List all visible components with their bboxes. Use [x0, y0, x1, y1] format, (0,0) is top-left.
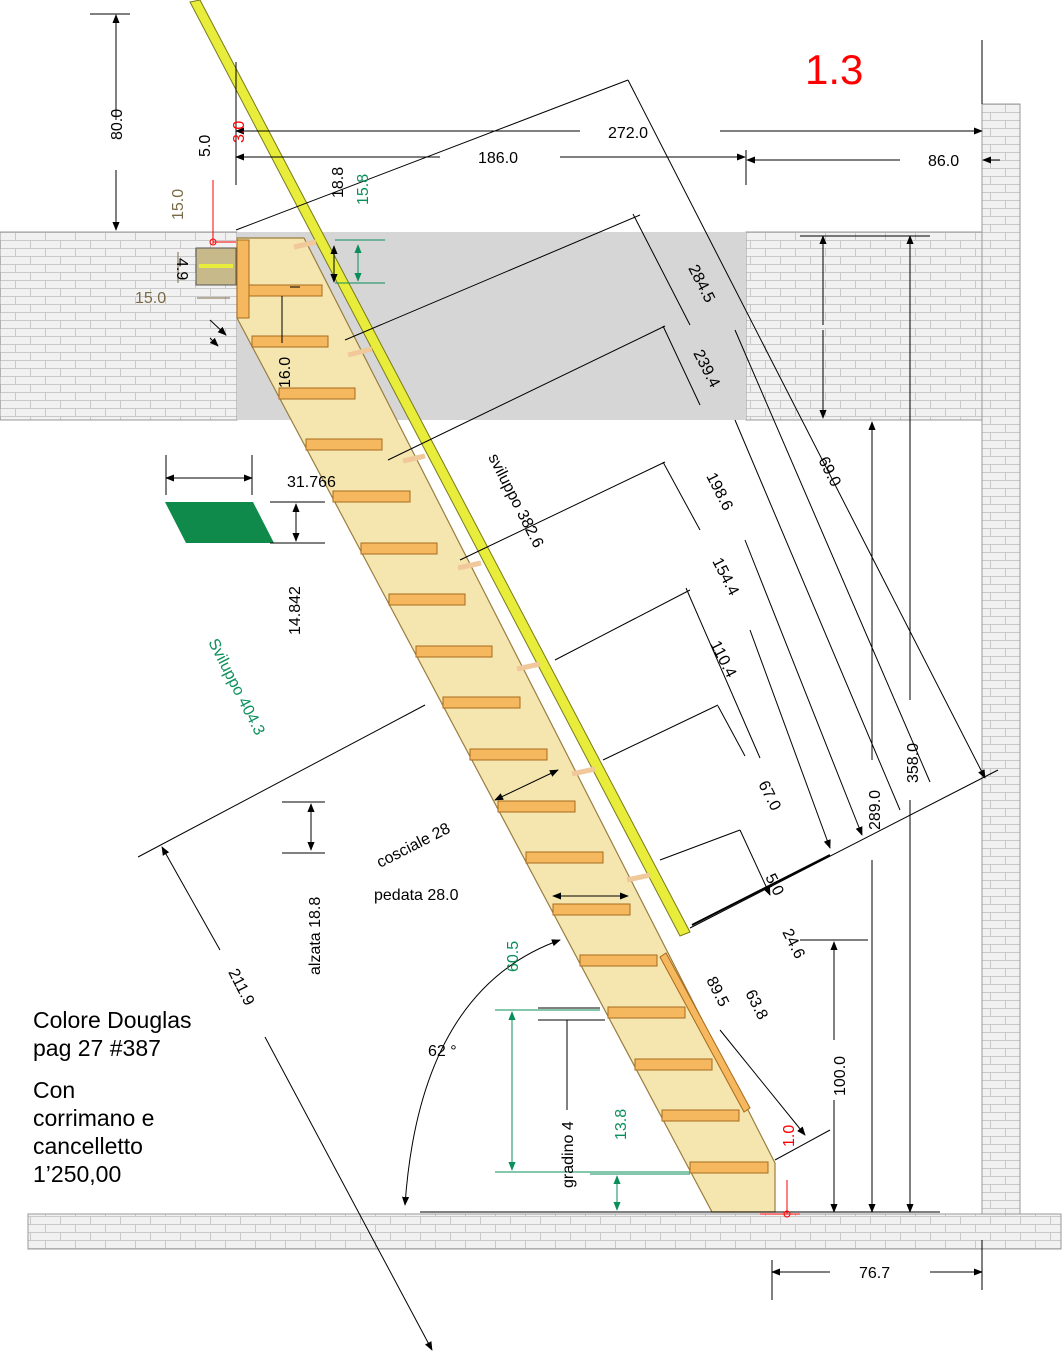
- tread: [607, 1006, 686, 1019]
- dim-89-5: 89.5: [702, 974, 731, 1010]
- dim-198-6: 198.6: [702, 470, 735, 513]
- tread: [251, 335, 329, 348]
- notes-block-price: Con corrimano e cancelletto 1’250,00: [33, 1076, 154, 1188]
- beam-head: [195, 239, 250, 319]
- dim-13-8: 13.8: [613, 1109, 630, 1140]
- tread: [245, 284, 323, 297]
- dim-1: 1.0: [781, 1125, 798, 1147]
- sheet-number: 1.3: [805, 46, 863, 93]
- tread: [634, 1058, 713, 1071]
- tread: [552, 903, 631, 916]
- note-line: 1’250,00: [33, 1161, 122, 1187]
- dim-110-4: 110.4: [706, 638, 739, 680]
- ground-floor: [27, 1213, 1062, 1250]
- angle-62: 62 °: [428, 1043, 457, 1060]
- dim-4-9: 4.9: [173, 258, 190, 280]
- dim-86: 86.0: [928, 153, 959, 170]
- dim-14-842: 14.842: [287, 586, 304, 635]
- tread: [388, 593, 466, 606]
- dim-154-4: 154.4: [708, 555, 741, 598]
- dim-5: 5.0: [197, 135, 214, 157]
- dim-15-8: 15.8: [355, 174, 372, 205]
- dim-80: 80.0: [109, 109, 126, 140]
- green-dimensions: [335, 239, 690, 1211]
- tread: [442, 696, 521, 709]
- dim-24-6: 24.6: [778, 926, 807, 962]
- cosciale-label: cosciale 28: [374, 820, 453, 872]
- handrail-supports: [293, 239, 651, 883]
- dim-76-7: 76.7: [859, 1265, 890, 1282]
- dim-63-8: 63.8: [741, 987, 770, 1023]
- brown-dimensions: [177, 252, 230, 299]
- tread: [278, 387, 356, 400]
- stair-treads: [245, 284, 769, 1174]
- pedata-label: pedata 28.0: [374, 887, 459, 904]
- tread: [689, 1161, 769, 1174]
- dim-15-horizontal: 15.0: [135, 290, 166, 307]
- tread: [360, 542, 438, 555]
- dim-186: 186.0: [478, 150, 518, 167]
- tread: [661, 1109, 740, 1122]
- gate-rail: [659, 952, 751, 1113]
- dim-31-766: 31.766: [287, 474, 336, 491]
- red-markers: [209, 180, 800, 1218]
- sviluppo-404: Sviluppo 404.3: [204, 636, 267, 738]
- dim-358: 358.0: [905, 743, 922, 783]
- tread-shape-symbol: [165, 502, 274, 543]
- handrail: [189, 0, 691, 937]
- note-line: cancelletto: [33, 1133, 143, 1159]
- right-wall: [981, 103, 1021, 1215]
- dim-18-8: 18.8: [330, 167, 347, 198]
- tread: [525, 851, 604, 864]
- note-line: Con: [33, 1077, 76, 1103]
- dim-15-vertical: 15.0: [170, 189, 187, 220]
- dim-67: 67.0: [754, 778, 783, 814]
- note-line: Colore Douglas: [33, 1007, 192, 1033]
- dim-16: 16.0: [277, 357, 294, 388]
- dim-69: 69.0: [814, 454, 843, 490]
- notes-block: Colore Douglas pag 27 #387: [33, 1006, 192, 1062]
- dim-3: 3.0: [231, 121, 248, 143]
- tread: [579, 954, 658, 967]
- dim-60-5: 60.5: [505, 941, 522, 972]
- note-line: pag 27 #387: [33, 1035, 161, 1061]
- tread: [305, 438, 383, 451]
- alzata-label: alzata 18.8: [307, 897, 324, 975]
- gradino-label: gradino 4: [560, 1121, 577, 1188]
- dimension-lines: [90, 13, 1000, 1351]
- floor-slab-right: [745, 231, 983, 421]
- dim-100: 100.0: [832, 1056, 849, 1096]
- tread: [332, 490, 411, 503]
- note-line: corrimano e: [33, 1105, 155, 1131]
- tread: [497, 800, 576, 813]
- tread: [469, 748, 548, 761]
- tread: [415, 645, 493, 658]
- dim-289: 289.0: [867, 790, 884, 830]
- dim-5-lower: 5.0: [761, 871, 786, 899]
- dim-272: 272.0: [608, 125, 648, 142]
- sviluppo-382: sviluppo 382.6: [484, 451, 546, 551]
- dim-211-9: 211.9: [224, 966, 257, 1008]
